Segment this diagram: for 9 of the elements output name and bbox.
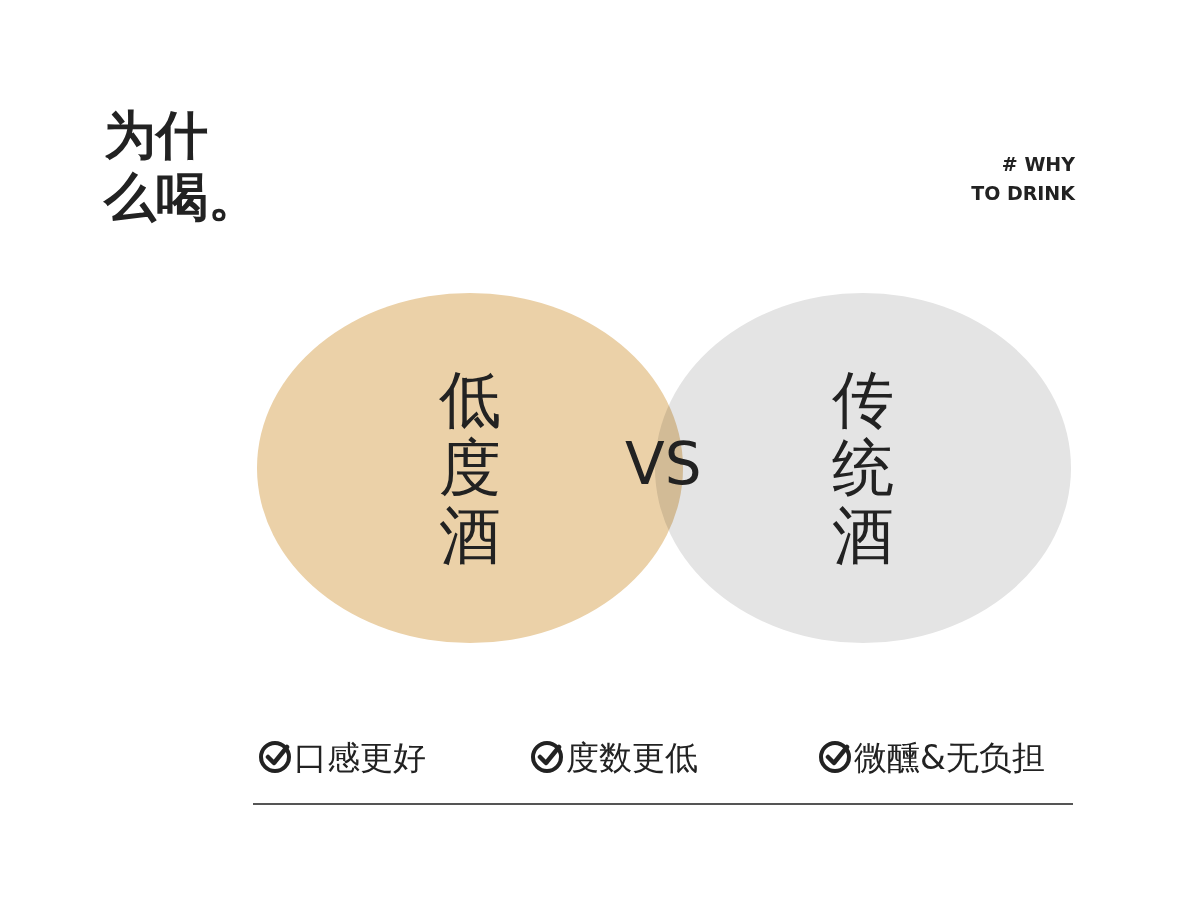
benefit-text: 口感更好: [294, 740, 426, 774]
benefit-text: 微醺&无负担: [854, 740, 1045, 774]
benefit-text: 度数更低: [566, 740, 698, 774]
versus-label: VS: [625, 435, 702, 493]
title: 为什么喝。: [104, 104, 260, 229]
tagline-text: # WHY: [1001, 152, 1075, 177]
category-label: 低度酒: [439, 365, 501, 571]
category-label: 传统酒: [832, 365, 894, 571]
tagline-text: TO DRINK: [971, 180, 1075, 206]
